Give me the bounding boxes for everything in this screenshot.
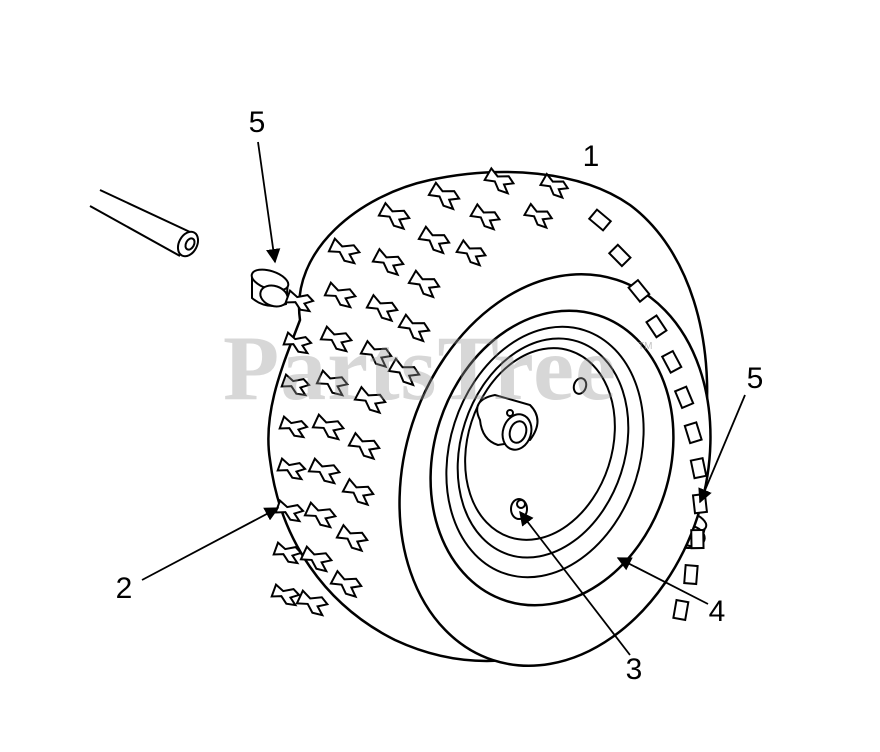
callout-5-right: 5	[746, 362, 764, 395]
tread-lug	[307, 456, 342, 485]
callout-4: 4	[708, 595, 726, 628]
tread-lug	[407, 269, 441, 299]
tread-shoulder-block	[627, 278, 651, 304]
tread-lug	[329, 569, 363, 599]
leader-line-3	[519, 510, 631, 656]
tread-shoulder-block	[607, 243, 632, 268]
tread-shoulder-block	[683, 421, 703, 445]
bushing-left-part	[250, 268, 290, 308]
leader-line-2	[141, 507, 280, 581]
tread-lug	[299, 544, 334, 573]
leader-lines	[141, 141, 746, 656]
tread-lug	[295, 588, 330, 617]
tread-lug	[469, 202, 502, 231]
tread-lug	[371, 247, 405, 277]
leader-line-4	[616, 557, 709, 605]
leader-line-5-left	[257, 141, 281, 264]
tread-shoulder-block	[673, 385, 695, 410]
tread-lug	[347, 431, 381, 461]
watermark-text: PartsTree	[223, 317, 617, 419]
tread-lug	[280, 372, 311, 397]
tread-shoulder-block	[672, 598, 690, 622]
tread-shoulder-block	[645, 314, 668, 339]
callout-2: 2	[115, 572, 133, 605]
tread-shoulder-block	[689, 456, 708, 480]
tread-shoulder-block	[691, 492, 709, 515]
tread-lug	[387, 357, 421, 387]
tread-lug	[455, 238, 488, 267]
tread-lug	[377, 201, 411, 231]
leader-line-5-right	[698, 394, 746, 504]
tread-lug	[303, 500, 338, 529]
tread-shoulder-block	[683, 564, 699, 586]
tread-lug	[522, 202, 554, 230]
tread-lug	[272, 540, 303, 565]
callout-1: 1	[582, 140, 600, 173]
tread-lug	[483, 166, 516, 195]
callout-3: 3	[625, 653, 643, 686]
tread-lug	[270, 582, 301, 607]
axle-shaft	[89, 189, 200, 258]
callout-5-left: 5	[248, 106, 266, 139]
tread-shoulder-block	[690, 528, 705, 550]
tread-lug	[341, 477, 375, 507]
tread-lug	[327, 236, 362, 265]
valve-stem-part	[510, 498, 528, 520]
tread-lug	[284, 288, 315, 313]
tread-lug	[427, 181, 461, 211]
tread-lug	[319, 324, 354, 353]
tread-lug	[353, 385, 387, 415]
tread-lug	[278, 414, 309, 439]
rim-part	[445, 325, 645, 579]
tread-lug	[397, 313, 431, 343]
tread-pattern	[270, 166, 709, 622]
tread-lug	[274, 498, 305, 523]
tread-lug	[282, 330, 313, 355]
tread-lug	[538, 172, 570, 200]
tread-lug	[365, 293, 399, 323]
tread-lug	[335, 523, 369, 553]
tread-lug	[276, 456, 307, 481]
tread-shoulder-block	[587, 208, 613, 232]
trademark-mark: TM	[638, 341, 653, 352]
tread-lug	[323, 280, 358, 309]
tread-lug	[417, 225, 451, 255]
tread-lug	[311, 412, 346, 441]
tread-lug	[315, 368, 350, 397]
tread-lug	[359, 339, 393, 369]
tread-shoulder-block	[660, 349, 683, 374]
